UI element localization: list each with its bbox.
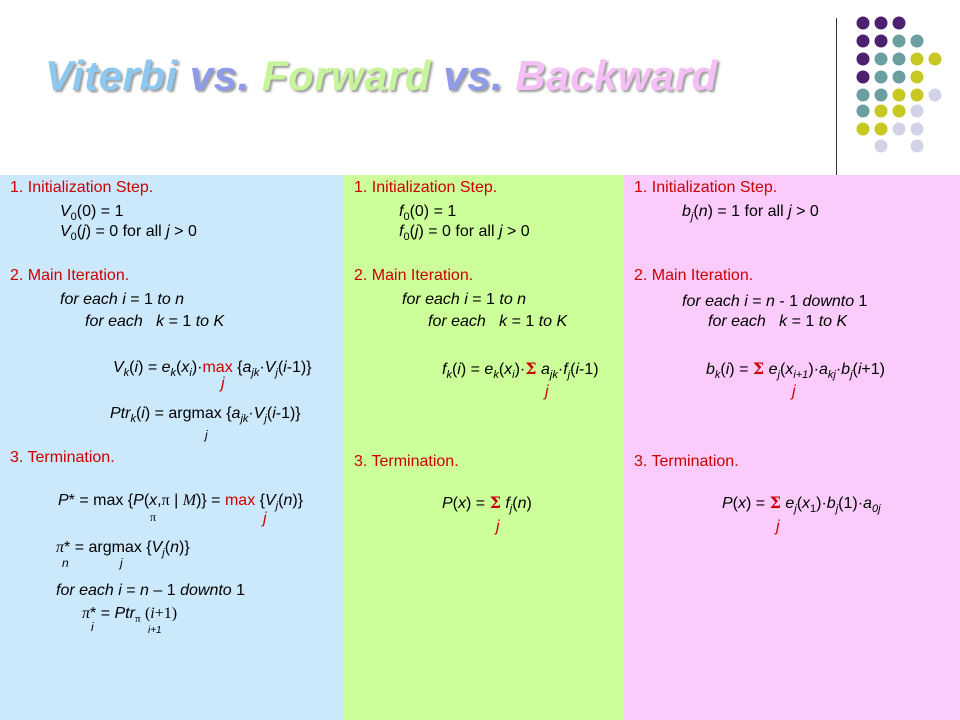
forward-termination: P(x) = Σ fj(n) (442, 493, 532, 516)
title-forward: Forward (261, 52, 432, 99)
viterbi-init-line-1: V0(0) = 1 (60, 203, 124, 223)
viterbi-recurrence: Vk(i) = ek(xi)·max {ajk·Vj(i-1)} (113, 359, 312, 379)
viterbi-pstar-index: j (263, 510, 267, 527)
viterbi-pointer-index: j (205, 428, 208, 442)
forward-main-heading: 2. Main Iteration. (354, 267, 474, 284)
forward-loop-inner: for each k = 1 to K (428, 313, 568, 330)
viterbi-init-line-2: V0(j) = 0 for all j > 0 (60, 223, 197, 243)
forward-init-line-1: f0(0) = 1 (399, 203, 457, 223)
dot-row-3 (856, 52, 942, 66)
backward-column: 1. Initialization Step. bj(n) = 1 for al… (624, 175, 960, 720)
dot-row-1 (856, 16, 906, 30)
viterbi-pstar-pi: π (150, 510, 157, 524)
backward-recurrence-index: j (792, 383, 796, 400)
backward-init-line-1: bj(n) = 1 for all j > 0 (682, 203, 819, 223)
backward-termination: P(x) = Σ ej(x1)·bj(1)·a0j (722, 493, 881, 516)
dot-row-6 (856, 104, 924, 118)
forward-init-heading: 1. Initialization Step. (354, 179, 498, 196)
viterbi-loop-inner: for each k = 1 to K (85, 313, 225, 330)
viterbi-pstar: P* = max {P(x,π | M)} = max {Vj(n)} (58, 492, 304, 512)
forward-init-line-2: f0(j) = 0 for all j > 0 (399, 223, 530, 243)
title-vs-1: vs. (177, 52, 262, 99)
viterbi-loop-outer: for each i = 1 to n (60, 291, 185, 308)
decorative-dot-grid (856, 16, 942, 153)
viterbi-trace-i: i (91, 620, 94, 634)
viterbi-column: 1. Initialization Step. V0(0) = 1 V0(j) … (0, 175, 344, 720)
forward-loop-outer: for each i = 1 to n (402, 291, 527, 308)
viterbi-term-heading: 3. Termination. (10, 449, 115, 466)
viterbi-pistar-n: n (62, 556, 69, 570)
dot-row-2 (856, 34, 924, 48)
backward-loop-outer: for each i = n - 1 downto 1 (682, 293, 868, 310)
dot-row-4 (856, 70, 924, 84)
dot-row-7 (856, 122, 924, 136)
forward-column: 1. Initialization Step. f0(0) = 1 f0(j) … (344, 175, 624, 720)
viterbi-pistar: π* = argmax {Vj(n)} (56, 539, 190, 559)
backward-init-heading: 1. Initialization Step. (634, 179, 778, 196)
backward-loop-inner: for each k = 1 to K (708, 313, 848, 330)
backward-term-index: j (776, 518, 780, 535)
title-backward: Backward (515, 52, 718, 99)
viterbi-main-heading: 2. Main Iteration. (10, 267, 130, 284)
title-viterbi: Viterbi (45, 52, 178, 99)
viterbi-traceback: π* = Ptrπ (i+1) (82, 605, 178, 625)
viterbi-pointer: Ptrk(i) = argmax {ajk·Vj(i-1)} (110, 405, 301, 425)
dot-row-5 (856, 88, 942, 102)
title-vs-2: vs. (431, 52, 516, 99)
forward-term-heading: 3. Termination. (354, 453, 459, 470)
slide-title: Viterbi vs. Forward vs. Backward (45, 52, 718, 100)
forward-recurrence: fk(i) = ek(xi)·Σ ajk·fj(i-1) (442, 359, 599, 382)
viterbi-trace-sub: i+1 (148, 625, 162, 636)
backward-recurrence: bk(i) = Σ ej(xi+1)·akj·bj(i+1) (706, 359, 885, 382)
viterbi-init-heading: 1. Initialization Step. (10, 179, 154, 196)
forward-term-index: j (496, 518, 500, 535)
forward-recurrence-index: j (545, 383, 549, 400)
decorative-divider-line (836, 18, 837, 175)
viterbi-trace-loop: for each i = n – 1 downto 1 (56, 582, 246, 599)
backward-main-heading: 2. Main Iteration. (634, 267, 754, 284)
dot-row-8 (874, 139, 924, 153)
viterbi-recurrence-index: j (221, 375, 225, 392)
backward-term-heading: 3. Termination. (634, 453, 739, 470)
viterbi-pistar-j: j (120, 556, 123, 570)
